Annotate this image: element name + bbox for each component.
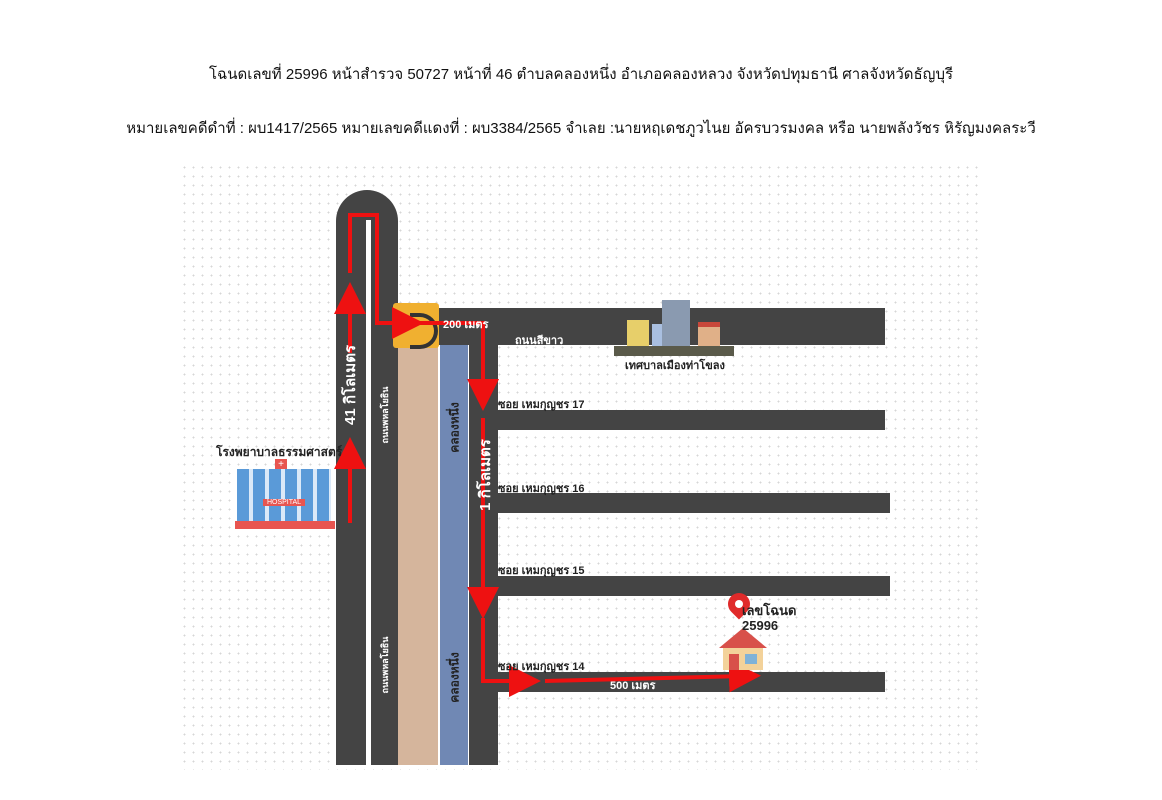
route-path: [334, 213, 761, 697]
road-divider: [366, 220, 371, 765]
hospital-sign: HOSPITAL: [263, 499, 305, 506]
soi-16-label: ซอย เหมกุญชร 16: [498, 483, 585, 495]
tan-strip: [398, 345, 438, 765]
municipality-label: เทศบาลเมืองท่าโขลง: [625, 360, 725, 372]
soi-14-label: ซอย เหมกุญชร 14: [498, 661, 585, 673]
hospital-label: โรงพยาบาลธรรมศาสตร์: [216, 445, 343, 459]
canal-label: คลองหนึ่ง: [447, 402, 462, 453]
canal: [440, 345, 468, 765]
soi-distance-label: 500 เมตร: [610, 680, 656, 692]
soi-16: [498, 493, 890, 513]
interchange-ramp: [410, 313, 438, 349]
case-info: หมายเลขคดีดำที่ : ผบ1417/2565 หมายเลขคดี…: [126, 120, 1036, 137]
main-road-label-2: ถนนพหลโยธิน: [380, 636, 390, 694]
canal-distance-label: 1 กิโลเมตร: [477, 439, 494, 511]
soi-17-label: ซอย เหมกุญชร 17: [498, 399, 585, 411]
house-icon: [715, 618, 770, 670]
deed-number: 25996: [742, 618, 779, 633]
municipality-icon: [612, 298, 736, 358]
top-distance-label: 200 เมตร: [443, 319, 489, 331]
deed-label: เลขโฉนด: [742, 603, 797, 618]
main-distance-label: 41 กิโลเมตร: [342, 345, 359, 425]
soi-15-label: ซอย เหมกุญชร 15: [498, 565, 585, 577]
top-road-label: ถนนสีขาว: [515, 335, 564, 347]
canal-label-2: คลองหนึ่ง: [447, 652, 462, 703]
route-map: 41 กิโลเมตร ถนนพหลโยธิน ถนนพหลโยธิน คลอง…: [180, 163, 980, 770]
soi-15: [498, 576, 890, 596]
main-road-label: ถนนพหลโยธิน: [380, 386, 390, 444]
soi-17: [498, 410, 885, 430]
soi-14: [498, 672, 885, 692]
hospital-icon: + HOSPITAL: [235, 459, 335, 531]
deed-info: โฉนดเลขที่ 25996 หน้าสำรวจ 50727 หน้าที่…: [208, 66, 954, 83]
